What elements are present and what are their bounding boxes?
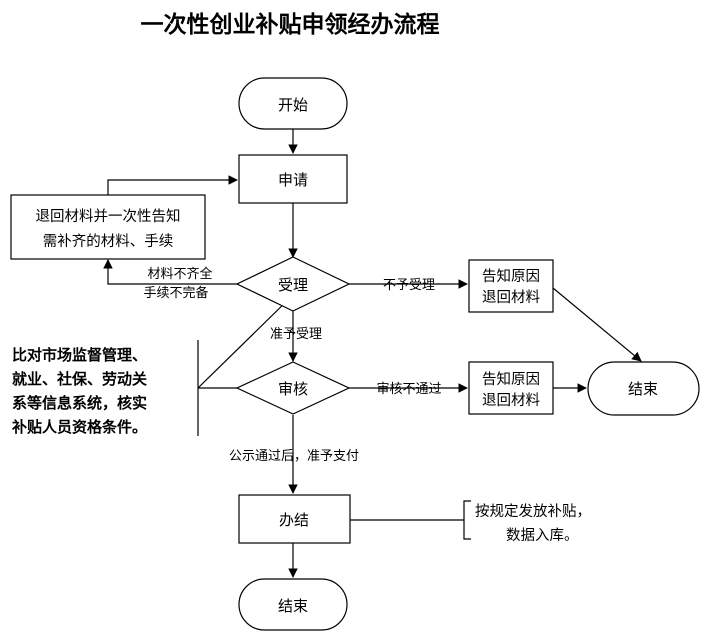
node-apply-label: 申请 bbox=[278, 171, 308, 189]
edge-reject1-end bbox=[552, 287, 642, 362]
node-review-label: 审核 bbox=[278, 380, 308, 398]
edge-label-incomplete-2: 手续不完备 bbox=[143, 285, 208, 301]
note-compare-systems: 比对市场监督管理、 就业、社保、劳动关 系等信息系统，核实 补贴人员资格条件。 bbox=[11, 346, 147, 436]
note-reject2-line-1: 告知原因 bbox=[482, 371, 540, 388]
node-end-right: 结束 bbox=[587, 361, 700, 416]
note-reject2-line-2: 退回材料 bbox=[482, 392, 540, 409]
note-compare-line-3: 系等信息系统，核实 bbox=[12, 394, 147, 412]
node-accept-label: 受理 bbox=[278, 276, 308, 294]
node-end-bottom-label: 结束 bbox=[278, 597, 308, 615]
note-reject1-line-2: 退回材料 bbox=[482, 289, 540, 306]
node-complete-label: 办结 bbox=[279, 511, 309, 529]
node-complete: 办结 bbox=[238, 494, 351, 544]
note-compare-line-2: 就业、社保、劳动关 bbox=[12, 370, 147, 388]
note-notify-reject-2: 告知原因 退回材料 bbox=[468, 361, 554, 415]
node-start-label: 开始 bbox=[278, 96, 308, 114]
note-notify-reject-1: 告知原因 退回材料 bbox=[468, 259, 554, 313]
edge-label-accepted: 准予受理 bbox=[270, 327, 322, 342]
note-payout-line-2: 数据入库。 bbox=[506, 527, 579, 544]
note-compare-line-4: 补贴人员资格条件。 bbox=[11, 418, 147, 436]
node-end-right-label: 结束 bbox=[628, 380, 658, 398]
note-payout: 按规定发放补贴， 数据入库。 bbox=[475, 503, 591, 544]
node-accept: 受理 bbox=[235, 256, 351, 312]
note-return-line-1: 退回材料并一次性告知 bbox=[36, 208, 181, 225]
edge-label-review-failed: 审核不通过 bbox=[376, 382, 441, 397]
note-compare-line-1: 比对市场监督管理、 bbox=[12, 346, 147, 364]
node-review: 审核 bbox=[235, 361, 351, 415]
payout-bracket bbox=[463, 500, 471, 540]
note-payout-line-1: 按规定发放补贴， bbox=[475, 503, 591, 520]
diagram-title: 一次性创业补贴申领经办流程 bbox=[141, 11, 440, 38]
node-apply: 申请 bbox=[238, 154, 348, 204]
compare-link-accept bbox=[197, 296, 292, 389]
edge-accept-return bbox=[103, 259, 239, 285]
edge-return-apply bbox=[107, 175, 238, 195]
node-end-bottom: 结束 bbox=[238, 578, 348, 631]
edge-label-after-publicity: 公示通过后，准予支付 bbox=[229, 449, 359, 464]
note-return-materials: 退回材料并一次性告知 需补齐的材料、手续 bbox=[10, 194, 206, 260]
connectors bbox=[103, 129, 642, 578]
note-return-line-2: 需补齐的材料、手续 bbox=[43, 233, 174, 250]
edge-label-incomplete-1: 材料不齐全 bbox=[147, 266, 212, 282]
note-reject1-line-1: 告知原因 bbox=[482, 268, 540, 285]
edge-label-not-accepted: 不予受理 bbox=[383, 278, 435, 293]
node-start: 开始 bbox=[238, 77, 348, 130]
